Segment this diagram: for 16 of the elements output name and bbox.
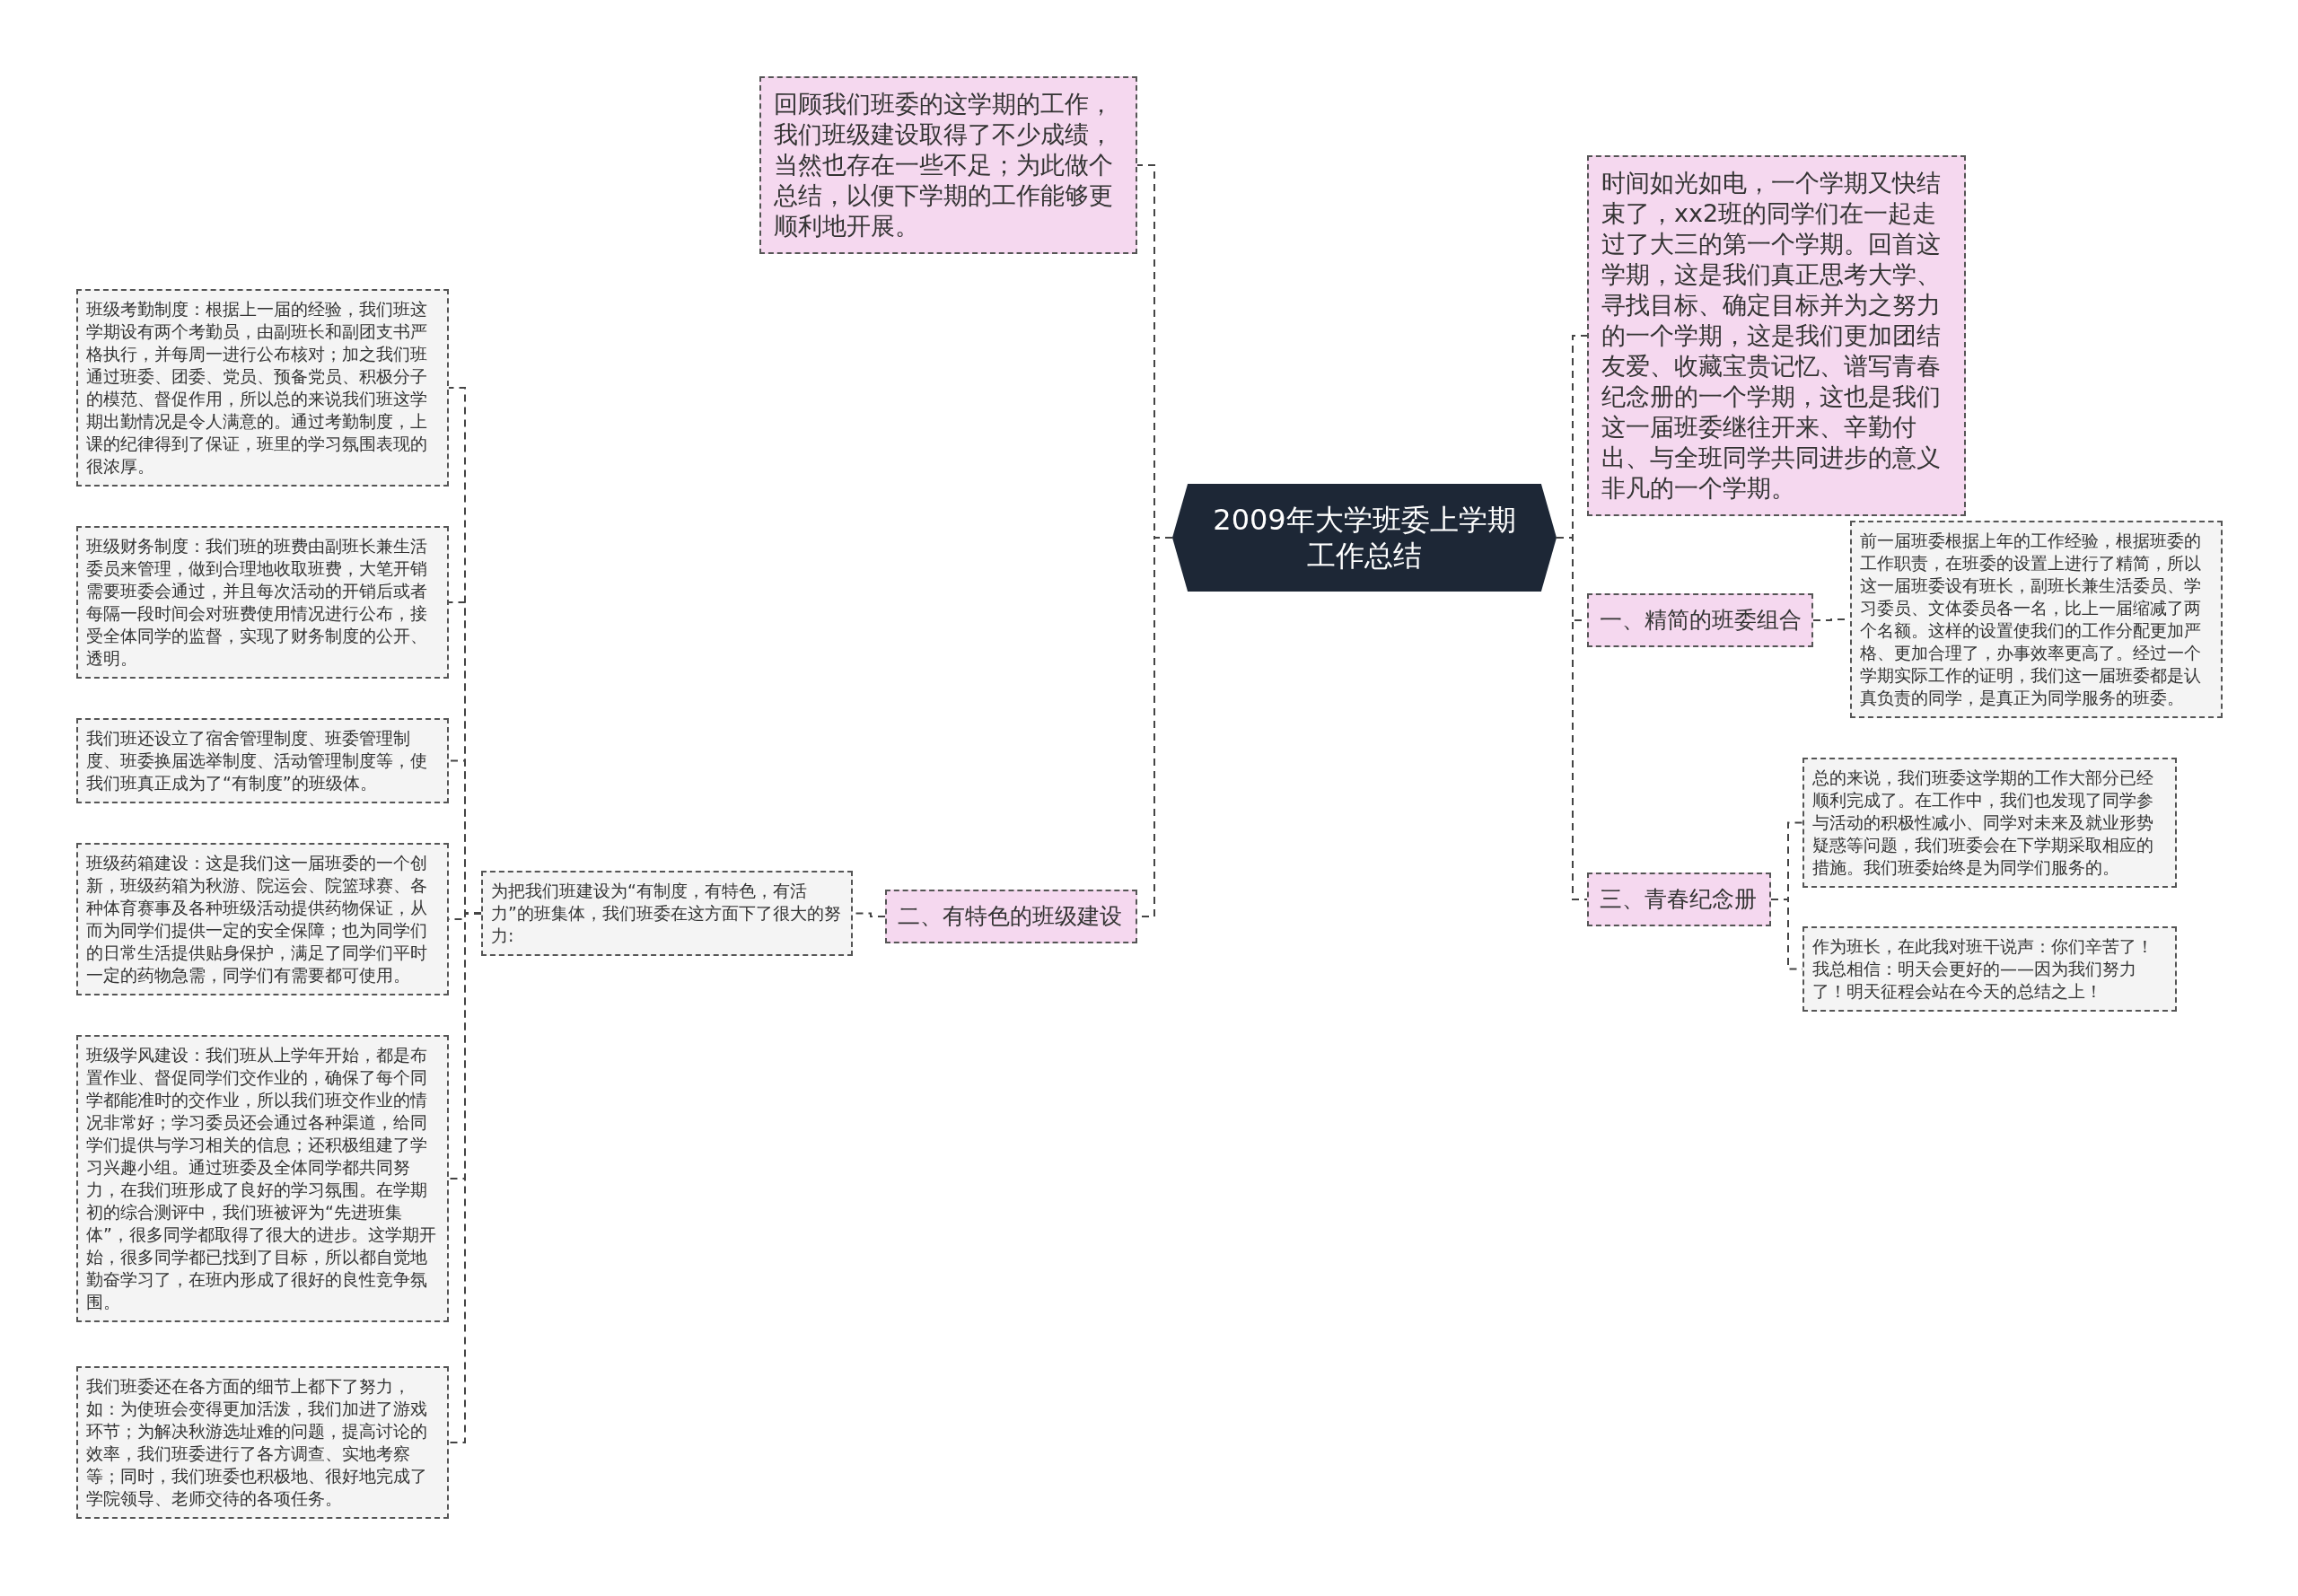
text-box: 班级学风建设：我们班从上学年开始，都是布置作业、督促同学们交作业的，确保了每个同学都能准时的交作业，所以我们班交作业的情况非常好；学习委员还会通过各种渠道，给同学们提供与学习相关的信息；还积极组建了学习兴趣小组。通过班委及全体同学都共同努力，在我们班形成了良好的学习氛围。在学期初的综合测评中，我们班被评为“先进班集体”，很多同学都取得了很大的进步。这学期开始，很多同学都已找到了目标，所以都自觉地勤奋学习了，在班内形成了很好的良性竞争氛围。 bbox=[76, 1035, 449, 1322]
text-box: 我们班委还在各方面的细节上都下了努力，如：为使班会变得更加活泼，我们加进了游戏环节；为解决秋游选址难的问题，提高讨论的效率，我们班委进行了各方调查、实地考察等；同时，我们班委也积极地、很好地完成了学院领导、老师交待的各项任务。 bbox=[76, 1366, 449, 1519]
text-box: 班级财务制度：我们班的班费由副班长兼生活委员来管理，做到合理地收取班费，大笔开销需要班委会通过，并且每次活动的开销后或者每隔一段时间会对班费使用情况进行公布，接受全体同学的监督，实现了财务制度的公开、透明。 bbox=[76, 526, 449, 679]
text-box: 前一届班委根据上年的工作经验，根据班委的工作职责，在班委的设置上进行了精简，所以这一届班委设有班长，副班长兼生活委员、学习委员、文体委员各一名，比上一届缩减了两个名额。这样的设置使我们的工作分配更加严格、更加合理了，办事效率更高了。经过一个学期实际工作的证明，我们这一届班委都是认真负责的同学，是真正为同学服务的班委。 bbox=[1850, 521, 2223, 718]
text-box: 我们班还设立了宿舍管理制度、班委管理制度、班委换届选举制度、活动管理制度等，使我们班真正成为了“有制度”的班级体。 bbox=[76, 718, 449, 803]
topic-box: 回顾我们班委的这学期的工作，我们班级建设取得了不少成绩，当然也存在一些不足；为此做个总结，以便下学期的工作能够更顺利地开展。 bbox=[759, 76, 1137, 254]
text-box: 班级考勤制度：根据上一届的经验，我们班这学期设有两个考勤员，由副班长和副团支书严格执行，并每周一进行公布核对；加之我们班通过班委、团委、党员、预备党员、积极分子的模范、督促作用，所以总的来说我们班这学期出勤情况是令人满意的。通过考勤制度，上课的纪律得到了保证，班里的学习氛围表现的很浓厚。 bbox=[76, 289, 449, 487]
topic-box: 三、青春纪念册 bbox=[1587, 873, 1771, 926]
topic-box: 二、有特色的班级建设 bbox=[885, 890, 1137, 943]
text-box: 为把我们班建设为“有制度，有特色，有活力”的班集体，我们班委在这方面下了很大的努力: bbox=[481, 871, 853, 956]
topic-box: 一、精简的班委组合 bbox=[1587, 593, 1813, 647]
topic-box: 时间如光如电，一个学期又快结束了，xx2班的同学们在一起走过了大三的第一个学期。回首这学期，这是我们真正思考大学、寻找目标、确定目标并为之努力的一个学期，这是我们更加团结友爱、收藏宝贵记忆、谱写青春纪念册的一个学期，这也是我们这一届班委继往开来、辛勤付出、与全班同学共同进步的意义非凡的一个学期。 bbox=[1587, 155, 1966, 516]
central-topic: 2009年大学班委上学期工作总结 bbox=[1172, 484, 1557, 592]
text-box: 总的来说，我们班委这学期的工作大部分已经顺利完成了。在工作中，我们也发现了同学参与活动的积极性减小、同学对未来及就业形势疑惑等问题，我们班委会在下学期采取相应的措施。我们班委始终是为同学们服务的。 bbox=[1802, 758, 2177, 888]
text-box: 作为班长，在此我对班干说声：你们辛苦了！我总相信：明天会更好的——因为我们努力了！明天征程会站在今天的总结之上！ bbox=[1802, 926, 2177, 1012]
text-box: 班级药箱建设：这是我们这一届班委的一个创新，班级药箱为秋游、院运会、院篮球赛、各种体育赛事及各种班级活动提供药物保证，从而为同学们提供一定的安全保障；也为同学们的日常生活提供贴身保护，满足了同学们平时一定的药物急需，同学们有需要都可使用。 bbox=[76, 843, 449, 995]
